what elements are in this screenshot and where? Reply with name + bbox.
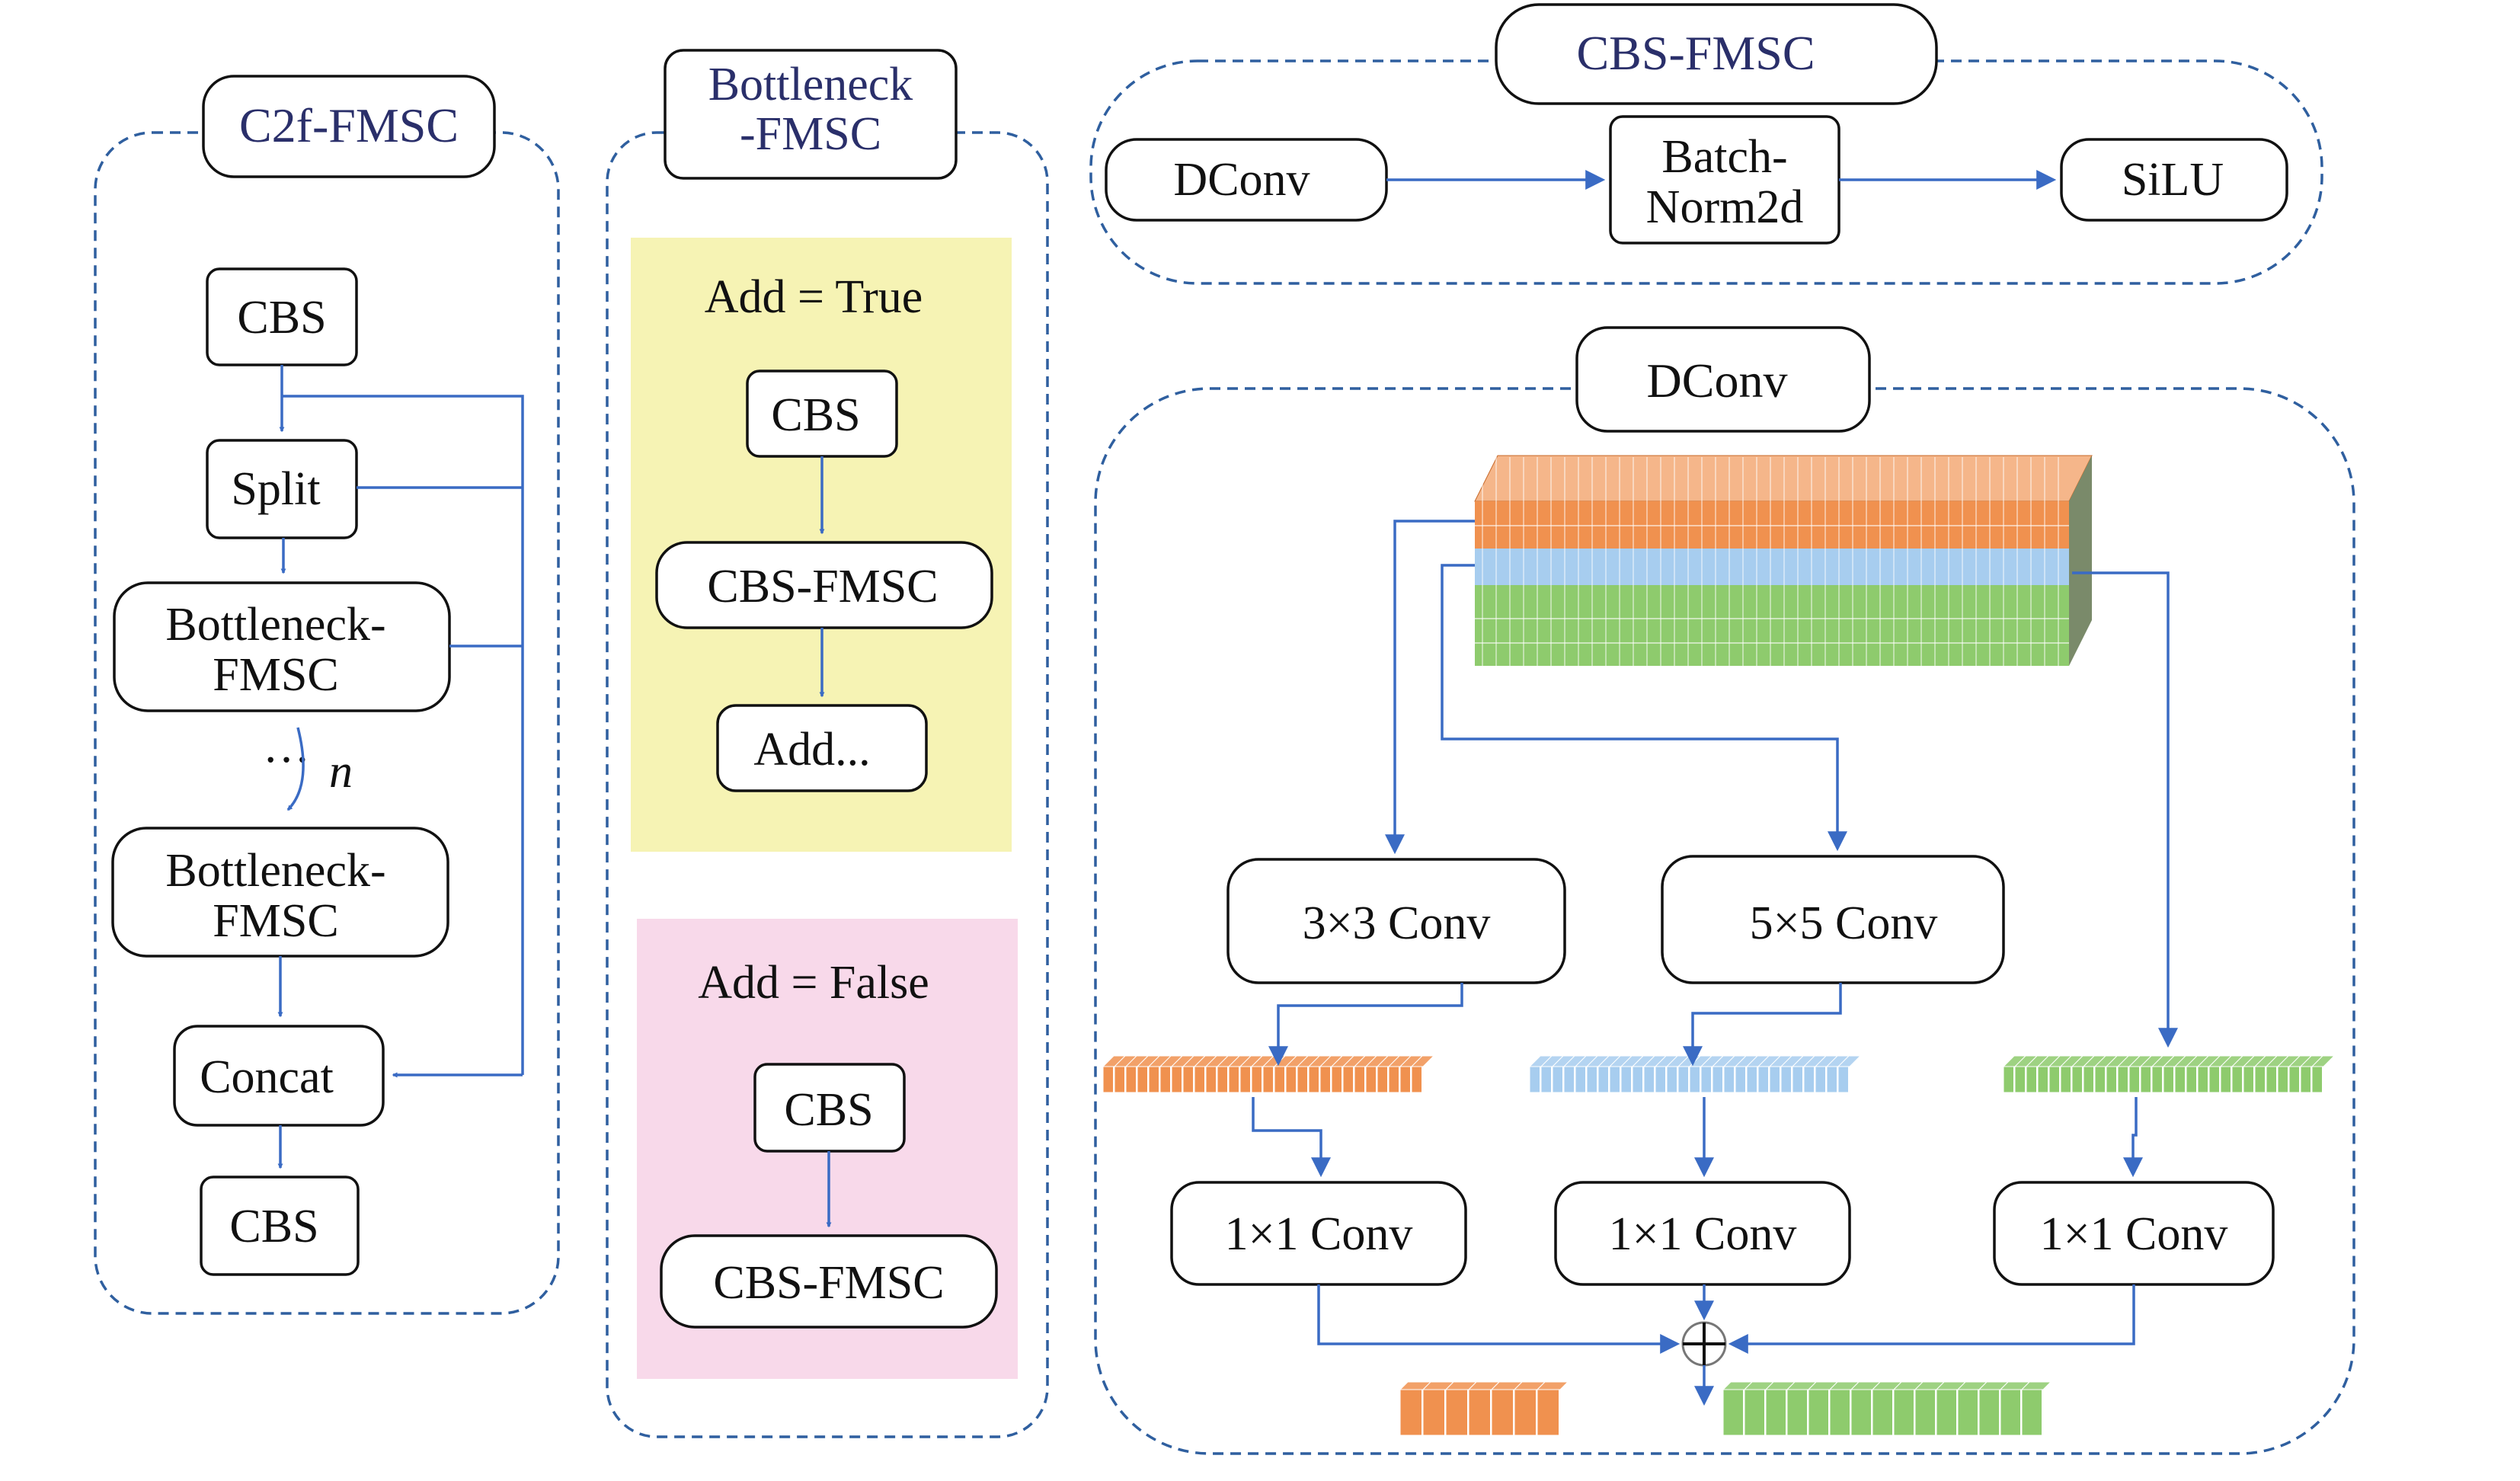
plus-circle-icon bbox=[1681, 1321, 1727, 1367]
dconv-arrows bbox=[1252, 520, 2178, 1406]
bottleneck-fmsc-panel: Bottleneck -FMSC Add = True CBS CBS-FMSC… bbox=[606, 49, 1049, 1438]
add-false-cbs-fmsc-label: CBS-FMSC bbox=[713, 1257, 944, 1309]
conv3x3-box bbox=[1226, 858, 1566, 984]
c2f-cbs-top-label: CBS bbox=[237, 292, 326, 344]
add-true-label: Add = True bbox=[705, 271, 923, 323]
input-feature-block bbox=[1474, 455, 2093, 666]
c2f-split-label: Split bbox=[231, 463, 320, 515]
c2f-arrows bbox=[277, 365, 524, 1169]
add-false-cbs-label: CBS bbox=[784, 1084, 873, 1136]
dconv-title: DConv bbox=[1647, 353, 1788, 408]
conv5x5-box bbox=[1661, 855, 2005, 984]
feature-strip-green bbox=[2002, 1055, 2336, 1093]
c2f-bottleneck-2-line2: FMSC bbox=[213, 895, 338, 947]
dconv-title-box bbox=[1575, 326, 1871, 433]
output-strip-orange bbox=[1399, 1381, 1569, 1436]
add-true-cbs-fmsc-label: CBS-FMSC bbox=[707, 561, 938, 613]
cbs-fmsc-panel: CBS-FMSC DConv Batch- Norm2d SiLU bbox=[1089, 3, 2323, 285]
bottleneck-panel-border bbox=[606, 131, 1049, 1438]
add-true-cbs-label: CBS bbox=[771, 389, 860, 441]
c2f-concat-label: Concat bbox=[200, 1051, 334, 1103]
cbs-fmsc-dconv-label: DConv bbox=[1173, 154, 1310, 206]
c2f-panel-border bbox=[94, 131, 560, 1315]
cbs-fmsc-silu-box bbox=[2060, 138, 2288, 222]
bottleneck-title-line2: -FMSC bbox=[740, 108, 881, 160]
conv1x1-c-label: 1×1 Conv bbox=[2040, 1208, 2228, 1260]
add-false-label: Add = False bbox=[698, 957, 929, 1009]
conv3x3-label: 3×3 Conv bbox=[1303, 897, 1491, 949]
c2f-title: C2f-FMSC bbox=[239, 98, 459, 152]
dconv-panel: DConv 3×3 Conv 5×5 Conv 1×1 Conv bbox=[1094, 326, 2355, 1455]
add-false-cbs-fmsc-box bbox=[660, 1234, 998, 1329]
output-strip-green bbox=[1722, 1381, 2052, 1436]
cbs-fmsc-title-box bbox=[1495, 3, 1938, 105]
c2f-cbs-bottom-box bbox=[200, 1176, 360, 1276]
cbs-fmsc-silu-label: SiLU bbox=[2122, 154, 2224, 206]
cbs-fmsc-batchnorm-line1: Batch- bbox=[1661, 131, 1787, 183]
c2f-concat-box bbox=[173, 1025, 385, 1127]
conv1x1-a-label: 1×1 Conv bbox=[1225, 1208, 1413, 1260]
cbs-fmsc-batchnorm-line2: Norm2d bbox=[1646, 181, 1804, 233]
c2f-bottleneck-1-line1: Bottleneck- bbox=[165, 599, 385, 651]
bottleneck-title-box bbox=[664, 49, 958, 180]
c2f-title-box bbox=[202, 75, 496, 178]
add-true-cbs-fmsc-box bbox=[655, 541, 993, 629]
bottleneck-title-line1: Bottleneck bbox=[708, 59, 913, 110]
conv5x5-label: 5×5 Conv bbox=[1750, 897, 1938, 949]
c2f-repeat-n: n bbox=[329, 746, 353, 798]
c2f-bottleneck-2-line1: Bottleneck- bbox=[165, 845, 385, 897]
conv1x1-b-box bbox=[1554, 1181, 1851, 1286]
c2f-split-box bbox=[206, 439, 358, 539]
feature-strip-orange bbox=[1102, 1055, 1435, 1093]
feature-block-ticks bbox=[1482, 457, 2059, 666]
c2f-fmsc-panel: C2f-FMSC CBS Split Bottleneck- FMSC … n … bbox=[94, 75, 560, 1315]
c2f-bottleneck-1-line2: FMSC bbox=[213, 649, 338, 701]
add-true-add-label: Add... bbox=[753, 724, 870, 776]
c2f-cbs-bottom-label: CBS bbox=[229, 1201, 318, 1252]
conv1x1-b-label: 1×1 Conv bbox=[1609, 1208, 1797, 1260]
add-true-add-box bbox=[716, 704, 928, 792]
feature-strip-blue bbox=[1528, 1055, 1862, 1093]
cbs-fmsc-title: CBS-FMSC bbox=[1576, 26, 1815, 80]
